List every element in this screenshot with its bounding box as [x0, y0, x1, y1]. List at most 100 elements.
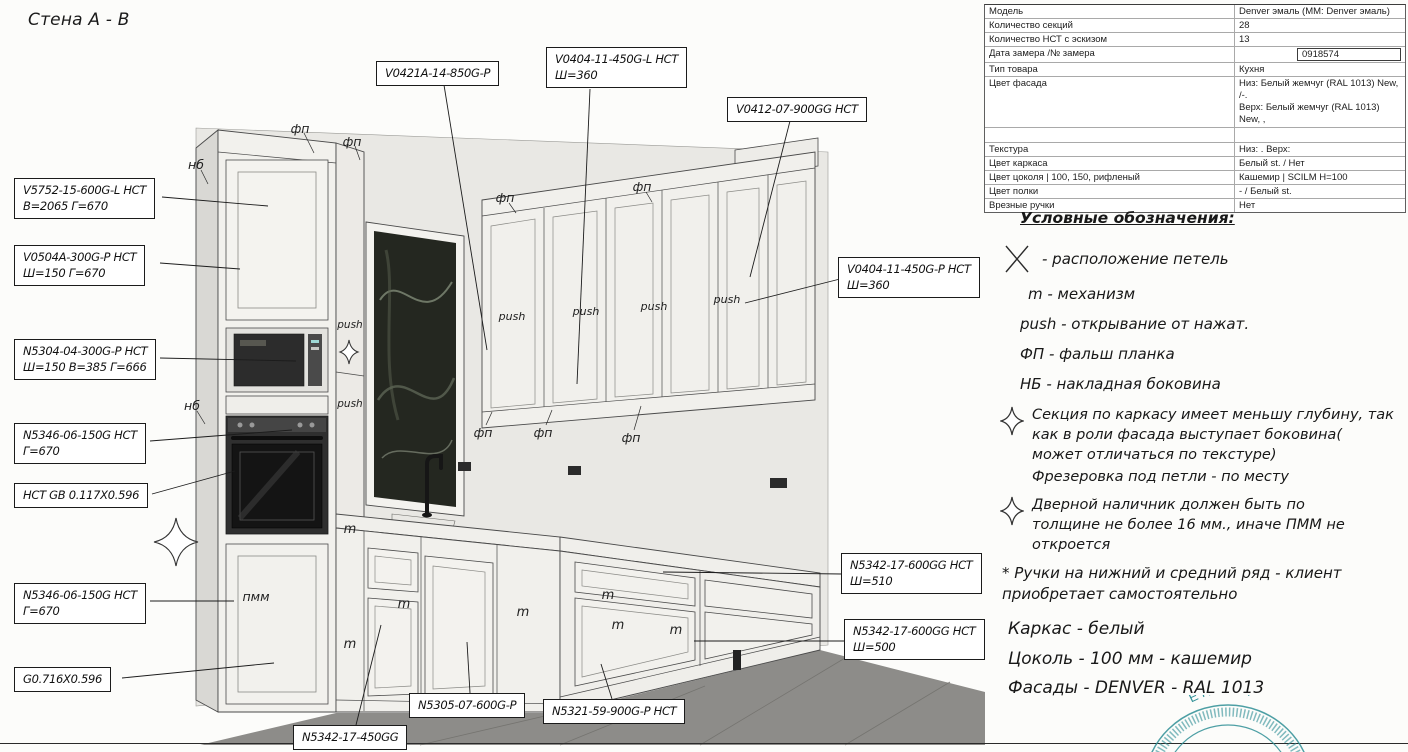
page-border	[0, 743, 1408, 744]
spec-label: Дата замера /№ замера	[985, 47, 1235, 62]
spec-label: Врезные ручки	[985, 198, 1235, 212]
callout-v0412: V0412-07-900GG НСТ	[727, 97, 867, 123]
spec-row-carcass: Цвет каркаса Белый st. / Нет	[985, 156, 1405, 171]
legend-heading: Условные обозначения:	[1020, 209, 1235, 227]
spec-value: Кухня	[1239, 64, 1265, 75]
label-fp: фп	[474, 425, 493, 440]
callout-v0421a: V0421A-14-850G-Р	[376, 61, 500, 87]
legend-footer-facades: Фасады - DENVER - RAL 1013	[1008, 678, 1265, 698]
label-m: m	[398, 597, 411, 612]
sparkle-icon	[1000, 496, 1024, 526]
legend-footer-carcass: Каркас - белый	[1008, 619, 1145, 639]
hinge-x-icon	[1005, 245, 1029, 273]
legend-panel: Условные обозначения: - расположение пет…	[1000, 209, 1404, 706]
spec-label: Текстура	[985, 142, 1235, 156]
spec-row-spacer	[985, 127, 1405, 143]
label-push: push	[336, 398, 362, 410]
sparkle-icon	[1000, 406, 1024, 436]
spec-label: Тип товара	[985, 63, 1235, 76]
spec-row-measure: Дата замера /№ замера 0918574	[985, 47, 1405, 63]
label-fp: фп	[291, 121, 310, 136]
spec-label: Количество секций	[985, 19, 1235, 32]
callout-line: N5305-07-600G-Р	[418, 698, 517, 712]
label-leader-lines	[196, 132, 653, 431]
label-fp: фп	[496, 190, 515, 205]
spec-value: Denver эмаль (ММ: Denver эмаль)	[1239, 6, 1390, 17]
spec-row-type: Тип товара Кухня	[985, 63, 1405, 77]
callout-line: Г=670	[23, 604, 60, 619]
callout-g0716: G0.716X0.596	[14, 667, 112, 693]
callout-line: Ш=360	[555, 68, 598, 83]
spec-label: Модель	[985, 5, 1235, 18]
callout-line: V0412-07-900GG НСТ	[736, 102, 858, 116]
callout-n5342-450: N5342-17-450GG	[293, 725, 408, 751]
spec-value: Белый st. / Нет	[1239, 157, 1305, 169]
legend-note-dishwasher: Дверной наличник должен быть по толщине …	[1000, 495, 1404, 555]
callout-line: V0421A-14-850G-Р	[385, 66, 491, 80]
spec-label: Цвет каркаса	[985, 156, 1235, 170]
label-nb: нб	[188, 157, 204, 172]
spec-row-sections: Количество секций 28	[985, 19, 1405, 33]
callout-line: V5752-15-600G-L НСТ	[23, 183, 147, 197]
callout-n5342-500: N5342-17-600GG НСТ Ш=500	[844, 619, 985, 661]
label-m: m	[344, 637, 357, 652]
label-fp: фп	[622, 430, 641, 445]
legend-note-section-depth: Секция по каркасу имеет меньшу глубину, …	[1000, 405, 1404, 487]
label-m: m	[612, 618, 625, 633]
legend-footer-plinth: Цоколь - 100 мм - кашемир	[1008, 648, 1252, 669]
leader-lines	[121, 84, 845, 726]
callout-v0404-l: V0404-11-450G-L НСТ Ш=360	[546, 47, 688, 89]
label-fp: фп	[343, 134, 362, 149]
legend-item-hinge: - расположение петель	[1002, 243, 1404, 275]
spec-row-facade-color: Цвет фасада Низ: Белый жемчуг (RAL 1013)…	[985, 77, 1405, 128]
tall-cabinet	[195, 129, 337, 713]
callout-v0504a: V0504A-300G-Р НСТ Ш=150 Г=670	[14, 245, 146, 287]
window	[365, 221, 465, 517]
label-m: m	[344, 522, 357, 537]
spec-row-model: Модель Denver эмаль (ММ: Denver эмаль)	[985, 5, 1405, 19]
wall-sockets	[458, 462, 787, 488]
callout-line: Г=670	[23, 444, 60, 459]
callout-n5346-lower: N5346-06-150G НСТ Г=670	[14, 583, 146, 625]
callout-v0404-r: V0404-11-450G-Р НСТ Ш=360	[838, 257, 980, 299]
upper-cabinets	[481, 137, 819, 429]
callout-line: Ш=510	[850, 574, 893, 589]
spec-value: - / Белый st.	[1239, 185, 1292, 197]
spec-value: 28	[1239, 20, 1250, 31]
legend-item-fp: ФП - фальш планка	[1020, 345, 1175, 363]
callout-line: N5304-04-300G-Р НСТ	[23, 344, 148, 358]
callout-line: N5342-17-600GG НСТ	[853, 624, 976, 638]
label-nb: нб	[184, 398, 200, 413]
callout-line: N5342-17-600GG НСТ	[850, 558, 973, 572]
callout-line: V0404-11-450G-L НСТ	[555, 52, 679, 66]
callout-n5342-510: N5342-17-600GG НСТ Ш=510	[841, 553, 982, 595]
callout-line: В=2065 Г=670	[23, 199, 108, 214]
spec-label: Цвет полки	[985, 184, 1235, 198]
legend-note-handles: * Ручки на нижний и средний ряд - клиент…	[1002, 564, 1342, 603]
label-push: push	[713, 293, 741, 306]
spec-row-handles: Врезные ручки Нет	[985, 198, 1405, 212]
label-push: push	[498, 310, 526, 323]
label-pmm: пмм	[242, 589, 269, 604]
lower-cabinets-front	[335, 527, 561, 713]
callout-line: G0.716X0.596	[23, 672, 103, 686]
callout-v5752: V5752-15-600G-L НСТ В=2065 Г=670	[14, 178, 156, 220]
spec-value: Низ: . Верх:	[1239, 143, 1291, 155]
callout-line: N5321-59-900G-Р НСТ	[552, 704, 677, 718]
spec-row-texture: Текстура Низ: . Верх:	[985, 142, 1405, 157]
label-m: m	[670, 623, 683, 638]
spec-value: 0918574	[1235, 47, 1405, 62]
spec-table: Модель Denver эмаль (ММ: Denver эмаль) К…	[984, 4, 1406, 213]
callout-line: V0404-11-450G-Р НСТ	[847, 262, 971, 276]
callout-n5346-upper: N5346-06-150G НСТ Г=670	[14, 423, 146, 465]
measure-number: 0918574	[1297, 48, 1401, 61]
callout-line: N5346-06-150G НСТ	[23, 588, 137, 602]
callout-line: Ш=500	[853, 640, 896, 655]
spec-row-plinth: Цвет цоколя | 100, 150, рифленый Кашемир…	[985, 170, 1405, 185]
callout-line: Ш=360	[847, 278, 890, 293]
callout-line: Ш=150 В=385 Г=666	[23, 360, 147, 375]
spec-label: Цвет цоколя | 100, 150, рифленый	[985, 170, 1235, 184]
callout-line: НСТ GB 0.117X0.596	[23, 488, 140, 502]
label-push: push	[640, 300, 668, 313]
label-fp: фп	[534, 425, 553, 440]
